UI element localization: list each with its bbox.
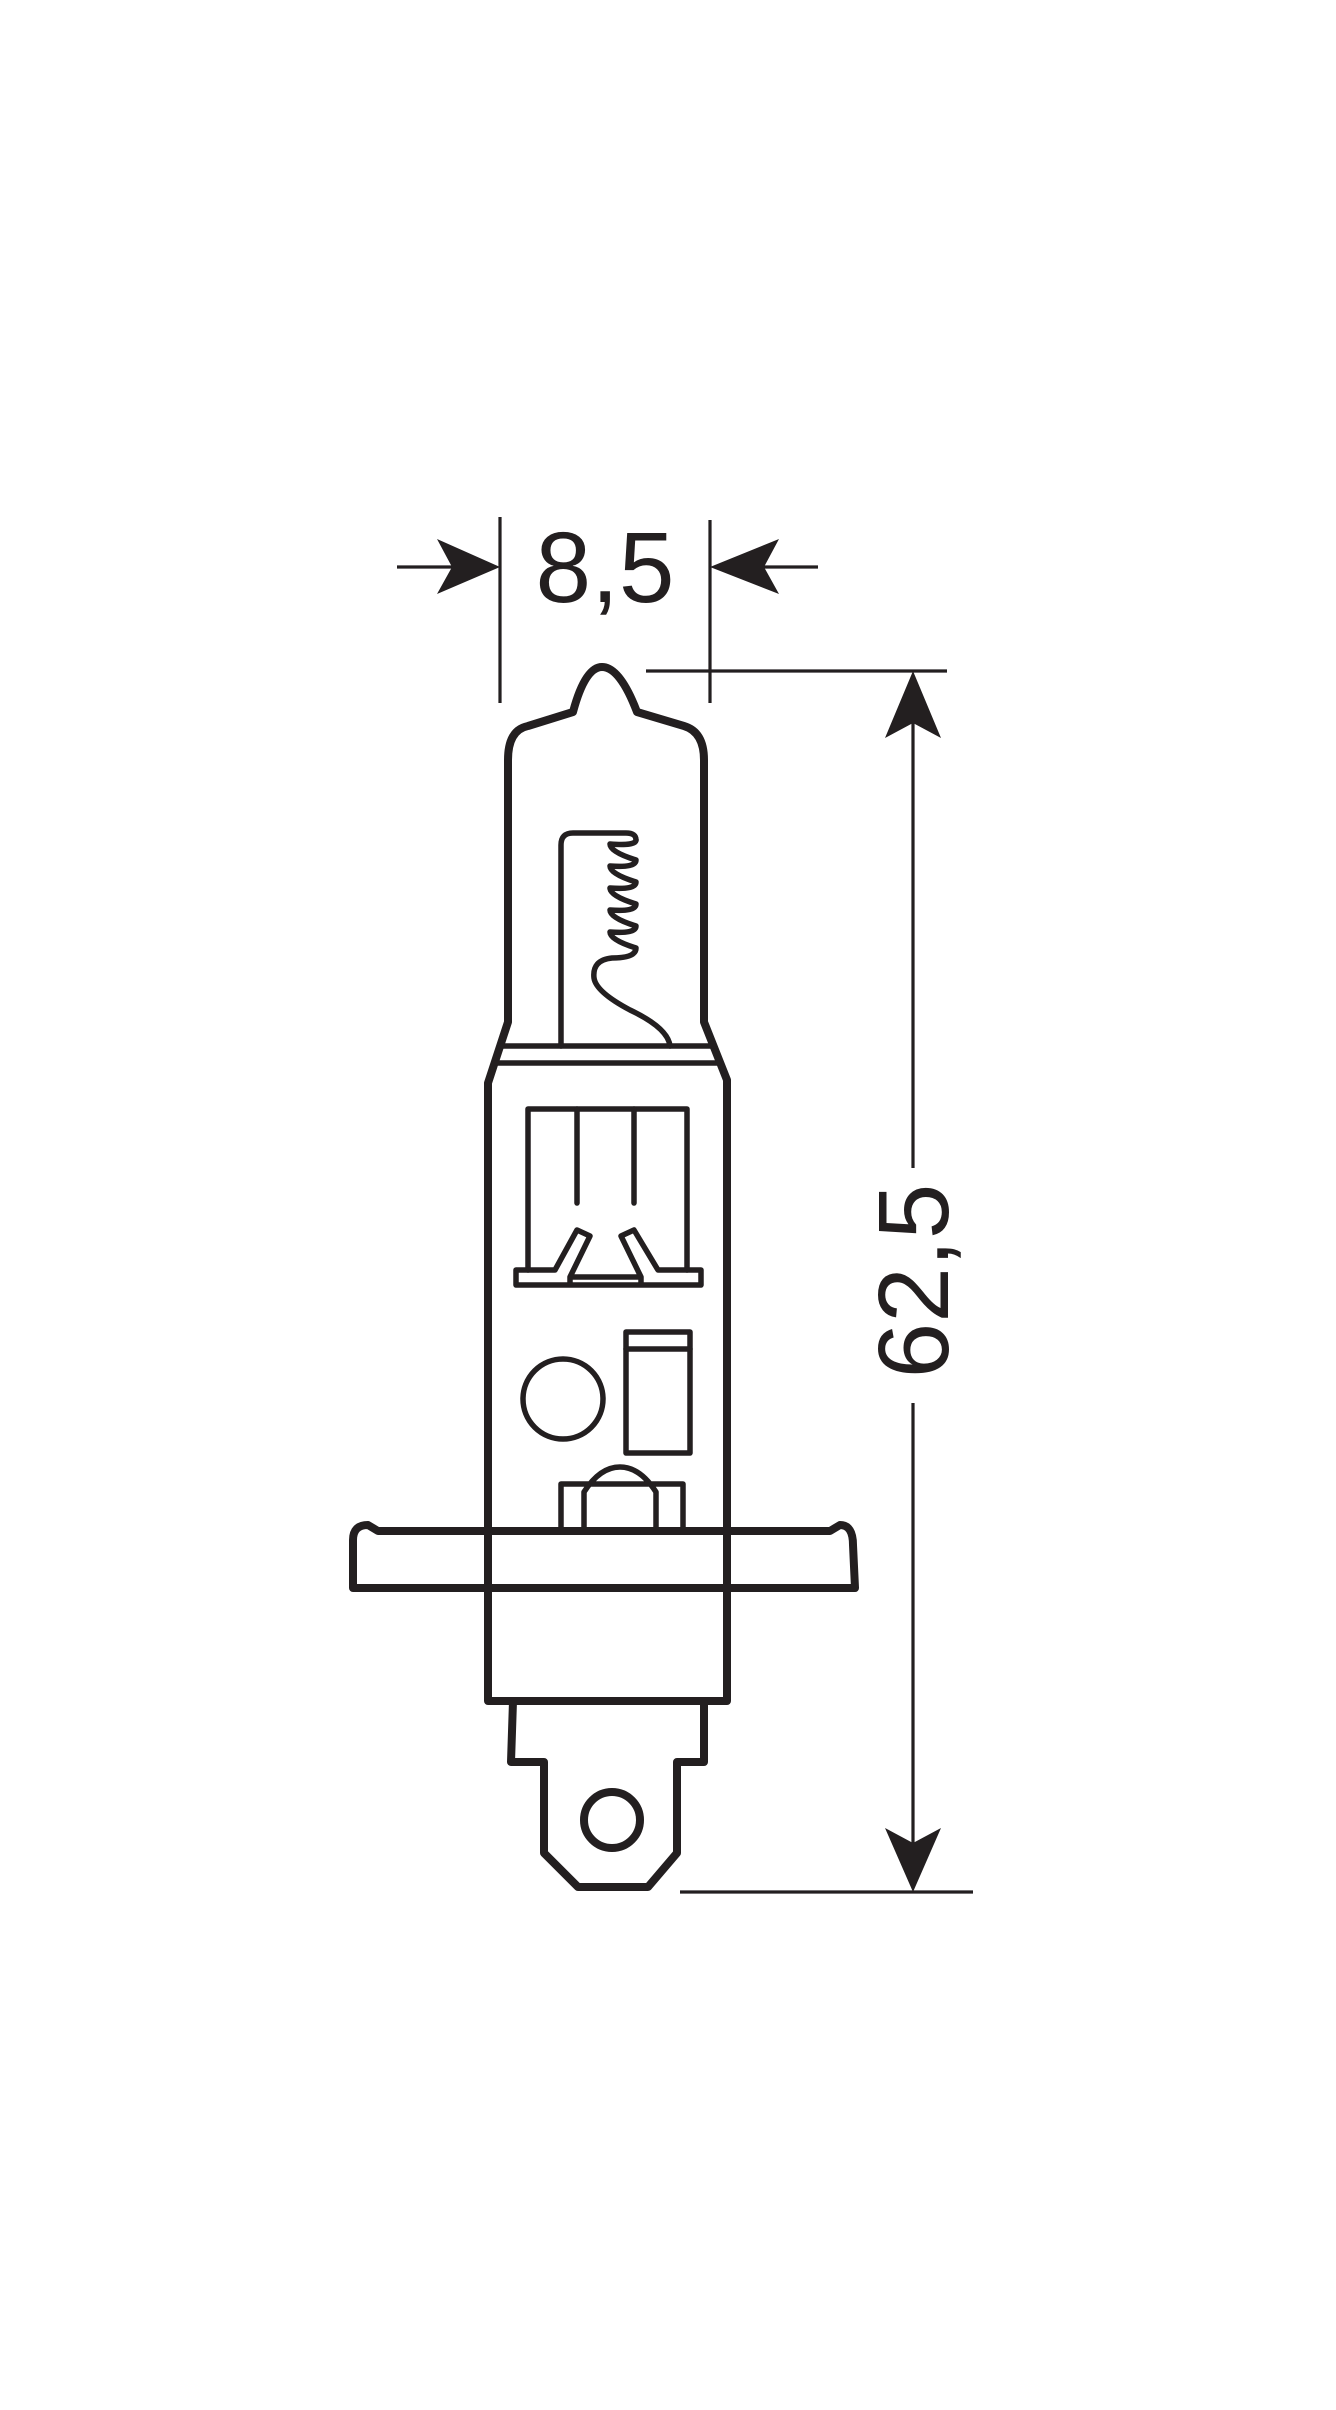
base-internals bbox=[513, 1106, 704, 1533]
filament-support-wire bbox=[558, 830, 639, 1049]
contact-plate bbox=[513, 1227, 704, 1288]
glass-outline bbox=[484, 663, 731, 1700]
width-arrow-left-icon bbox=[437, 539, 500, 594]
length-arrow-bottom-icon bbox=[885, 1828, 941, 1892]
length-arrow-top-icon bbox=[885, 671, 941, 738]
label-plate bbox=[623, 1329, 693, 1456]
contact-frame bbox=[525, 1106, 690, 1273]
length-dimension: 62,5 bbox=[646, 669, 973, 1894]
width-dimension-label: 8,5 bbox=[535, 512, 674, 624]
filament-coil-icon bbox=[591, 837, 673, 1049]
terminal-tab bbox=[507, 1700, 708, 1891]
base-collar bbox=[484, 1588, 731, 1705]
terminal-base bbox=[484, 1588, 731, 1891]
terminal-hole-icon bbox=[580, 1788, 644, 1852]
glass-envelope bbox=[484, 663, 731, 1700]
filament bbox=[558, 830, 673, 1049]
length-dimension-label: 62,5 bbox=[858, 1184, 970, 1379]
width-arrow-right-icon bbox=[710, 539, 779, 594]
width-dimension: 8,5 bbox=[397, 512, 818, 703]
contact-lug bbox=[558, 1464, 686, 1533]
mounting-flange bbox=[349, 1521, 859, 1592]
locating-hole-icon bbox=[520, 1356, 606, 1442]
